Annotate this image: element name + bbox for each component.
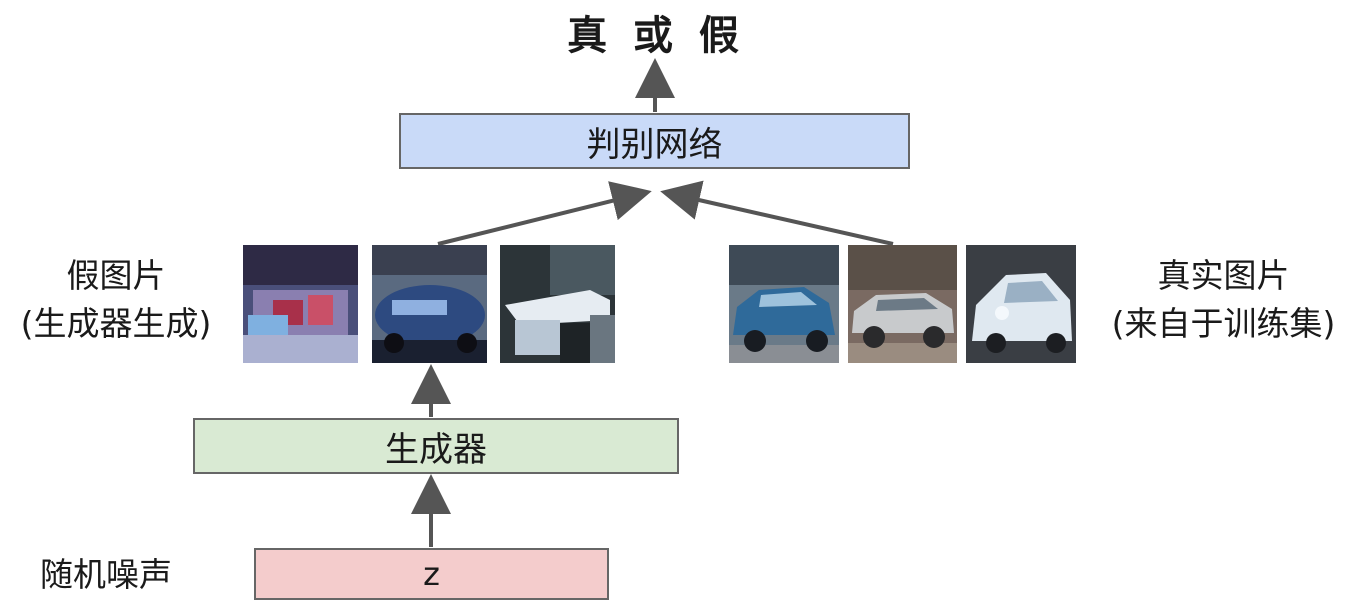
real-image-1: [729, 245, 839, 363]
output-title: 真 或 假: [567, 13, 745, 59]
real-image-2: [848, 245, 957, 363]
arrow-real-to-discriminator: [660, 180, 894, 246]
real-images-subtitle: (来自于训练集): [1111, 304, 1336, 343]
fake-images-title: 假图片: [66, 256, 166, 295]
real-image-3: [966, 245, 1076, 363]
noise-input-box: z: [254, 548, 609, 600]
fake-image-3: [500, 245, 615, 363]
fake-image-2: [372, 245, 487, 363]
real-images-label: 真实图片 (来自于训练集): [1088, 252, 1359, 348]
discriminator-label: 判别网络: [586, 124, 723, 165]
noise-label: 随机噪声: [40, 555, 172, 594]
noise-input-symbol: z: [423, 555, 440, 593]
generator-label: 生成器: [385, 429, 487, 470]
fake-image-1: [243, 245, 358, 363]
fake-images-label: 假图片 (生成器生成): [0, 252, 232, 348]
generator-box: 生成器: [193, 418, 679, 474]
real-images-title: 真实图片: [1157, 256, 1290, 295]
fake-images-subtitle: (生成器生成): [20, 304, 212, 343]
discriminator-box: 判别网络: [399, 113, 910, 169]
arrow-fake-to-discriminator: [437, 181, 652, 246]
